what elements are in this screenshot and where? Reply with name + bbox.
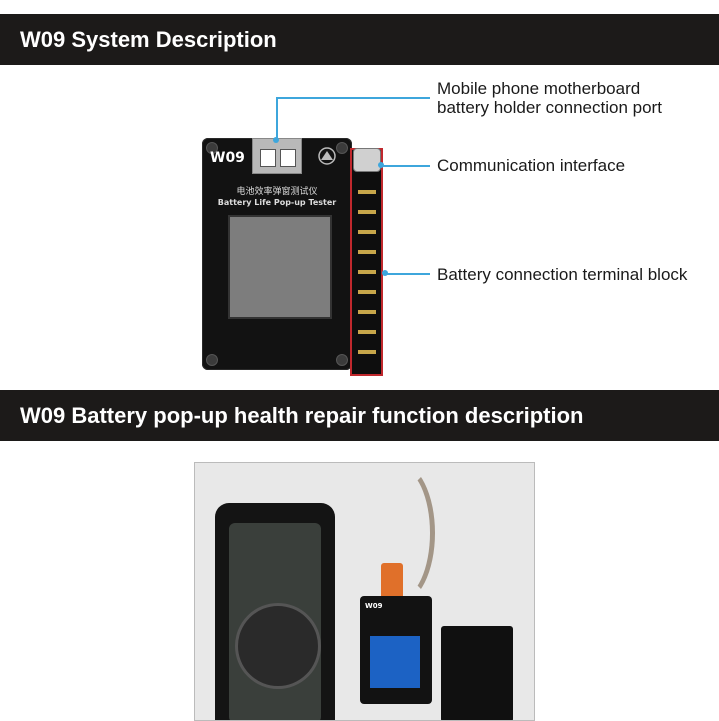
terminal-pin <box>358 330 376 334</box>
device-name-cn: 电池效率弹窗测试仪 <box>236 187 318 197</box>
screw-icon <box>206 354 218 366</box>
callout-port-line2: battery holder connection port <box>437 98 662 117</box>
terminal-pin <box>358 210 376 214</box>
device-name-en: Battery Life Pop-up Tester <box>217 198 337 207</box>
terminal-pin <box>358 230 376 234</box>
callout-line-port <box>276 97 278 141</box>
callout-dot-port <box>273 137 279 143</box>
screw-icon <box>336 354 348 366</box>
type-c-port-icon <box>353 148 381 172</box>
terminal-block <box>350 148 383 376</box>
device-model-label: W09 <box>210 150 245 166</box>
callout-port-text: Mobile phone motherboard battery holder … <box>437 79 662 117</box>
port-slot <box>280 149 296 167</box>
tester-in-use-image: W09 <box>360 596 432 704</box>
terminal-pin <box>358 190 376 194</box>
brand-logo-icon <box>310 146 344 172</box>
callout-line-comm <box>382 165 430 167</box>
terminal-pin <box>358 270 376 274</box>
device-screen <box>228 215 332 319</box>
terminal-pin <box>358 290 376 294</box>
charging-coil <box>235 603 321 689</box>
tester-device-image: W09 电池效率弹窗测试仪 Battery Life Pop-up Tester <box>202 138 352 370</box>
mini-model-label: W09 <box>365 602 383 610</box>
callout-port-line1: Mobile phone motherboard <box>437 79 641 98</box>
callout-line-terminal <box>385 273 430 275</box>
cable-image <box>365 463 435 603</box>
usb-plug-image <box>381 563 403 599</box>
callout-terminal-text: Battery connection terminal block <box>437 265 688 284</box>
section-title-function: W09 Battery pop-up health repair functio… <box>20 402 584 428</box>
screw-icon <box>206 142 218 154</box>
terminal-pin <box>358 250 376 254</box>
battery-holder-port <box>252 138 302 174</box>
section-title-system: W09 System Description <box>20 26 277 52</box>
callout-line-port <box>276 97 430 99</box>
port-slot <box>260 149 276 167</box>
usage-photo: W09 <box>194 462 535 721</box>
terminal-pin <box>358 310 376 314</box>
section-header-function: W09 Battery pop-up health repair functio… <box>0 390 719 441</box>
screw-icon <box>336 142 348 154</box>
terminal-pin <box>358 350 376 354</box>
section-header-system: W09 System Description <box>0 14 719 65</box>
callout-comm-text: Communication interface <box>437 156 626 175</box>
callout-dot-comm <box>378 162 384 168</box>
callout-dot-terminal <box>382 270 388 276</box>
battery-image <box>441 626 513 720</box>
mini-screen <box>370 636 420 688</box>
